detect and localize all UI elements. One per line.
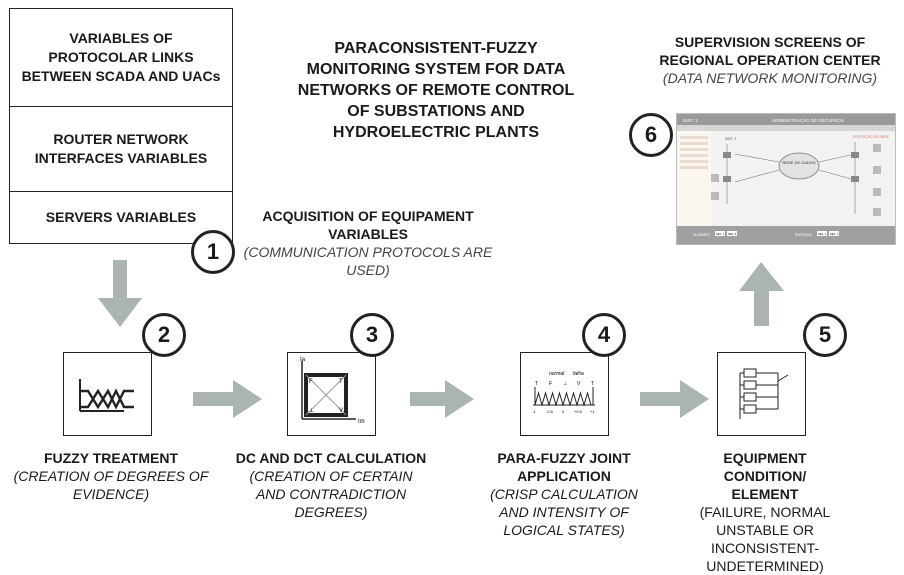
icon-state-0: T (535, 381, 538, 387)
screen-footer-btn-0: SEL. 1 (716, 232, 725, 236)
acquisition-label: ACQUISITION OF EQUIPAMENT VARIABLES (COM… (238, 207, 498, 279)
dc-dct-box: Ia Im F T ⊥ V (287, 352, 376, 436)
step-4-title: PARA-FUZZY JOINT APPLICATION (497, 450, 631, 484)
icon-tick-4: +1 (590, 409, 595, 414)
arrow-2-3 (193, 380, 262, 418)
state-v: V (339, 408, 343, 414)
step-2-title: FUZZY TREATMENT (43, 450, 179, 466)
step-2-detail: (CREATION OF DEGREES OF EVIDENCE) (13, 468, 209, 502)
screen-window-title: ADMINISTRAÇÃO DE RECURSOS (772, 117, 844, 123)
acquisition-title: ACQUISITION OF EQUIPAMENT VARIABLES (262, 208, 474, 242)
screen-alarm-label: PROTEÇÃO DE REDE (853, 134, 890, 139)
screen-corner-label: INST. 1 (683, 118, 698, 123)
step-3-badge: 3 (350, 313, 394, 357)
icon-tick-0: -1 (532, 409, 536, 414)
lattice-icon: Ia Im F T ⊥ V (300, 357, 365, 425)
step-5-label: EQUIPMENT CONDITION/ ELEMENT (FAILURE, N… (690, 449, 840, 575)
protocol-variables-item: VARIABLES OF PROTOCOLAR LINKS BETWEEN SC… (10, 9, 232, 107)
supervision-subtitle: (DATA NETWORK MONITORING) (662, 70, 878, 86)
equipment-condition-box (717, 352, 806, 436)
screen-center-node: REDE DE DADOS (782, 160, 815, 165)
step-5-detail: (FAILURE, NORMAL UNSTABLE OR INCONSISTEN… (699, 504, 831, 574)
screen-footer-right: ENTRADA (795, 233, 812, 237)
fuzzy-treatment-box (63, 352, 152, 436)
screen-footer-left: ALARMES (693, 233, 710, 237)
arrow-3-4 (410, 380, 474, 418)
icon-tick-2: 0 (562, 409, 565, 414)
step-2-badge: 2 (142, 313, 186, 357)
server-variables-item: SERVERS VARIABLES (45, 209, 197, 225)
screen-footer-btn-3: SEL. 1 (830, 232, 839, 236)
step-5-badge: 5 (803, 313, 847, 357)
icon-state-4: T (591, 381, 594, 387)
step-3-detail: (CREATION OF CERTAIN AND CONTRADICTION D… (249, 468, 413, 520)
state-bottom: ⊥ (309, 407, 314, 414)
supervision-label: SUPERVISION SCREENS OF REGIONAL OPERATIO… (640, 33, 900, 87)
variables-box: VARIABLES OF PROTOCOLAR LINKS BETWEEN SC… (9, 8, 233, 244)
arrow-down (98, 260, 142, 327)
step-3-label: DC AND DCT CALCULATION (CREATION OF CERT… (222, 449, 440, 521)
arrow-up (739, 262, 784, 326)
para-fuzzy-box: normal falha T F ⊥ V T -1 -0.5 0 +0.5 +1 (520, 352, 609, 436)
screen-footer-btn-2: SEL. 1 (818, 232, 827, 236)
icon-tick-3: +0.5 (574, 409, 583, 414)
icon-tick-1: -0.5 (546, 409, 554, 414)
acquisition-subtitle: (COMMUNICATION PROTOCOLS ARE USED) (243, 244, 493, 278)
step-3-title: DC AND DCT CALCULATION (235, 450, 427, 466)
fuzzy-membership-icon (79, 379, 134, 412)
router-variables-item: ROUTER NETWORK INTERFACES VARIABLES (10, 107, 232, 192)
supervision-title: SUPERVISION SCREENS OF REGIONAL OPERATIO… (659, 34, 881, 68)
icon-state-3: V (577, 381, 581, 387)
lattice-x-label: Im (358, 419, 365, 425)
state-f: F (309, 379, 313, 385)
lattice-y-label: Ia (300, 357, 306, 363)
network-monitor-screen: INST. 1 ADMINISTRAÇÃO DE RECURSOS INST. … (677, 114, 895, 244)
step-2-label: FUZZY TREATMENT (CREATION OF DEGREES OF … (0, 449, 222, 503)
para-fuzzy-icon: normal falha T F ⊥ V T -1 -0.5 0 +0.5 +1 (532, 371, 595, 414)
icon-word-normal: normal (549, 371, 565, 377)
step-4-detail: (CRISP CALCULATION AND INTENSITY OF LOGI… (490, 486, 638, 538)
icon-word-falha: falha (573, 371, 584, 377)
step-5-title: EQUIPMENT CONDITION/ ELEMENT (723, 450, 807, 502)
supervision-screen: INST. 1 ADMINISTRAÇÃO DE RECURSOS INST. … (676, 113, 896, 245)
arrow-4-5 (640, 380, 709, 418)
icon-state-1: F (549, 381, 552, 387)
state-t: T (339, 379, 343, 385)
step-6-badge: 6 (629, 113, 673, 157)
step-4-label: PARA-FUZZY JOINT APPLICATION (CRISP CALC… (478, 449, 650, 539)
step-4-badge: 4 (582, 313, 626, 357)
screen-inst-label: INST. 1 (725, 137, 737, 141)
screen-footer-btn-1: SEL. 1 (728, 232, 737, 236)
main-title: PARACONSISTENT-FUZZY MONITORING SYSTEM F… (297, 40, 575, 141)
equipment-condition-icon (739, 368, 789, 419)
step-1-badge: 1 (191, 230, 235, 274)
icon-state-2: ⊥ (563, 381, 567, 387)
